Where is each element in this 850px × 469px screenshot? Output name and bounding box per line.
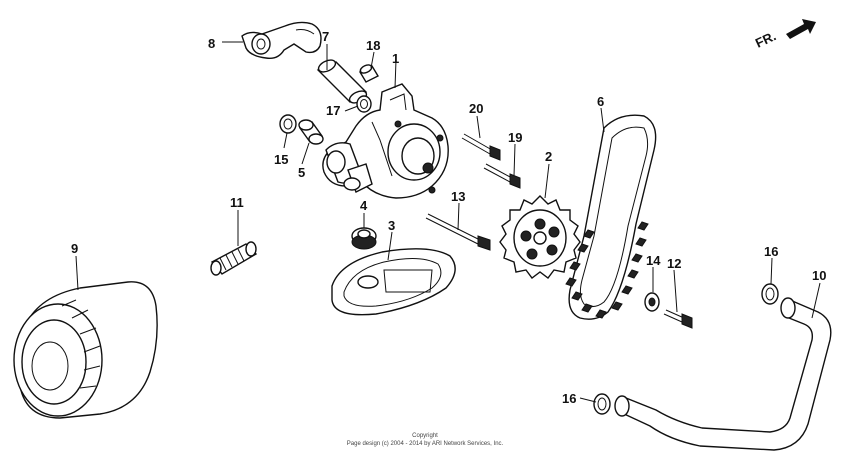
part-15-o-ring [279,114,297,134]
callout-16-upper: 16 [764,244,778,259]
callout-16-lower: 16 [562,391,576,406]
callout-7: 7 [322,29,329,44]
callout-6: 6 [597,94,604,109]
callout-12: 12 [667,256,681,271]
callout-8: 8 [208,36,215,51]
part-8-hose-fitting [241,21,322,60]
callout-5: 5 [298,165,305,180]
part-16-o-ring-upper [761,283,779,305]
part-13-bolt [425,213,491,251]
callout-20: 20 [469,101,483,116]
part-3-strainer [331,248,456,316]
callout-2: 2 [545,149,552,164]
callout-10: 10 [812,268,826,283]
callout-1: 1 [392,51,399,66]
front-arrow-icon [786,19,816,39]
part-6-chain [565,114,657,320]
part-4-seal [351,227,377,250]
callout-4: 4 [360,198,368,213]
callout-17: 17 [326,103,340,118]
part-5-collar [298,119,324,145]
part-1-oil-pump [322,83,449,199]
part-2-sprocket [499,195,581,279]
part-12-bolt [663,309,693,329]
callout-11: 11 [230,195,244,210]
callout-13: 13 [451,189,465,204]
callout-9: 9 [71,241,78,256]
leader-lines [75,41,821,403]
part-19-bolt [483,163,521,189]
callout-labels: 8 7 18 1 17 15 5 20 19 2 6 13 4 3 11 9 1… [71,29,826,406]
part-14-washer [644,292,660,312]
part-7-pipe [316,59,368,104]
copyright-line-1: Copyright [412,433,438,439]
part-11-stud [210,241,258,276]
callout-19: 19 [508,130,522,145]
front-direction-label: FR. [753,28,778,50]
part-20-bolt [461,133,501,161]
callout-18: 18 [366,38,380,53]
part-9-oil-filter [13,281,158,419]
callout-14: 14 [646,253,661,268]
part-18-dowel [359,64,379,83]
callout-3: 3 [388,218,395,233]
part-17-o-ring [356,95,372,113]
part-10-oil-pipe [614,297,832,451]
callout-15: 15 [274,152,288,167]
front-direction-marker: FR. [753,19,816,51]
part-16-o-ring-lower [593,393,611,415]
copyright-line-2: Page design (c) 2004 - 2014 by ARI Netwo… [347,441,504,447]
